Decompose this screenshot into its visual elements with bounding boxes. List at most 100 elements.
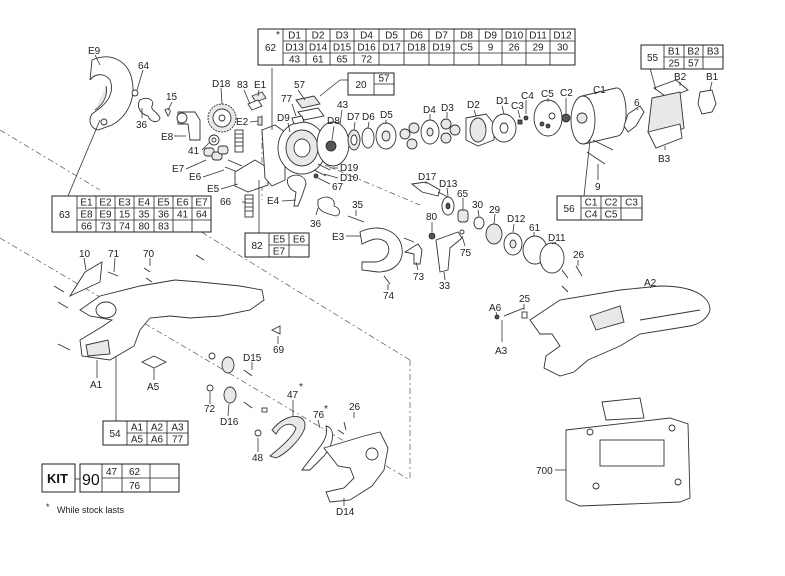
- part-a2-assembled-tool: [529, 285, 711, 377]
- table-cell: 72: [361, 55, 373, 66]
- label-6: 6: [634, 98, 640, 109]
- label-C2: C2: [560, 88, 573, 99]
- table-cell: 15: [119, 210, 131, 221]
- label-57: 57: [294, 80, 306, 91]
- label-73: 73: [413, 272, 425, 283]
- label-B2: B2: [674, 72, 687, 83]
- part-d9-housing: [277, 121, 327, 175]
- part-d14-plate: [323, 431, 389, 503]
- label-26b: 26: [349, 402, 361, 413]
- label-30: 30: [472, 200, 484, 211]
- label-65: 65: [457, 189, 469, 200]
- table-cell: D11: [529, 31, 547, 42]
- table-cell: 30: [557, 43, 569, 54]
- table-id: 54: [109, 429, 121, 440]
- label-D2: D2: [467, 100, 480, 111]
- label-E6: E6: [189, 172, 202, 183]
- table-cell: D6: [410, 31, 423, 42]
- part-small-pins: [313, 163, 331, 179]
- table-cell: D15: [333, 43, 352, 54]
- label-10: 10: [79, 249, 91, 260]
- table-cell: D12: [553, 31, 572, 42]
- table-cell: 29: [532, 43, 544, 54]
- kit-cell: 62: [129, 467, 141, 478]
- table-cell: 61: [312, 55, 324, 66]
- table-cell: D18: [407, 43, 426, 54]
- label-15: 15: [166, 92, 178, 103]
- part-57-plate: [291, 95, 325, 125]
- table-cell: 66: [81, 222, 93, 233]
- table-cell: 83: [158, 222, 170, 233]
- table-cell: E4: [138, 198, 151, 209]
- label-E1: E1: [254, 80, 267, 91]
- label-A1: A1: [90, 380, 103, 391]
- table-cell: 26: [508, 43, 520, 54]
- table-star: *: [276, 30, 280, 41]
- table-connector-lines: [67, 67, 657, 424]
- part-a1-housing: [79, 279, 265, 361]
- label-D16: D16: [220, 417, 239, 428]
- table-cell: D16: [357, 43, 376, 54]
- table-cell: D4: [360, 31, 373, 42]
- label-9: 9: [595, 182, 601, 193]
- part-26-screws-lower: [337, 421, 347, 435]
- table-cell: 73: [100, 222, 112, 233]
- table-cell: 41: [177, 210, 189, 221]
- label-D1: D1: [496, 96, 509, 107]
- part-e3-jaw: [347, 215, 465, 285]
- label-E9: E9: [88, 46, 101, 57]
- table-cell: B3: [707, 47, 720, 58]
- label-36b: 36: [310, 219, 322, 230]
- part-c2-pinion: [561, 113, 571, 123]
- table-cell: C5: [460, 43, 473, 54]
- label-43: 43: [337, 100, 349, 111]
- label-C4: C4: [521, 91, 534, 102]
- part-69-clip: [270, 325, 281, 335]
- part-e4: [287, 174, 307, 207]
- part-47-sector-gear: [269, 416, 306, 459]
- table-cell: A1: [131, 423, 144, 434]
- part-a5-label: [140, 355, 168, 369]
- label-D11: D11: [548, 233, 566, 244]
- label-star-76: *: [324, 404, 328, 415]
- table-cell: D1: [288, 31, 301, 42]
- label-66: 66: [220, 197, 232, 208]
- part-a3-a6-25: [494, 307, 528, 320]
- part-d15-d16-gears: [206, 352, 268, 413]
- part-36-spring: [317, 196, 341, 217]
- table-cell: D19: [432, 43, 451, 54]
- table-cell: E1: [80, 198, 93, 209]
- table-cell: E3: [118, 198, 131, 209]
- part-e9-cover: [89, 56, 134, 131]
- footnote-star: *: [46, 502, 50, 512]
- table-cell: 36: [158, 210, 170, 221]
- label-61: 61: [529, 223, 541, 234]
- table-cell: C5: [605, 210, 618, 221]
- table-cell: C1: [585, 198, 598, 209]
- part-small-springs: [131, 89, 171, 123]
- table-frame: [51, 195, 212, 233]
- part-labels: E9 64 15 36 E8 D18 83 E1 E2 41 E7 E6 E5 …: [79, 46, 719, 518]
- label-D4: D4: [423, 105, 436, 116]
- label-C3: C3: [511, 101, 524, 112]
- table-cell: D5: [385, 31, 398, 42]
- label-D10: D10: [340, 173, 359, 184]
- leader-lines: [83, 54, 713, 506]
- table-cell: 64: [196, 210, 208, 221]
- label-D18: D18: [212, 79, 231, 90]
- table-cell: E5: [157, 198, 170, 209]
- label-48: 48: [252, 453, 264, 464]
- kit-tables: 62*D1D1343D2D1461D3D1565D4D1672D5D17D6D1…: [51, 28, 724, 446]
- label-70: 70: [143, 249, 155, 260]
- label-A6: A6: [489, 303, 502, 314]
- table-id: 55: [647, 53, 659, 64]
- part-c1-motor: [570, 87, 627, 145]
- part-9-pins: [586, 139, 614, 165]
- part-b-switch: [647, 79, 717, 149]
- label-41: 41: [188, 146, 200, 157]
- table-cell: 74: [119, 222, 131, 233]
- label-72: 72: [204, 404, 216, 415]
- table-cell: A6: [151, 435, 164, 446]
- label-B3: B3: [658, 154, 671, 165]
